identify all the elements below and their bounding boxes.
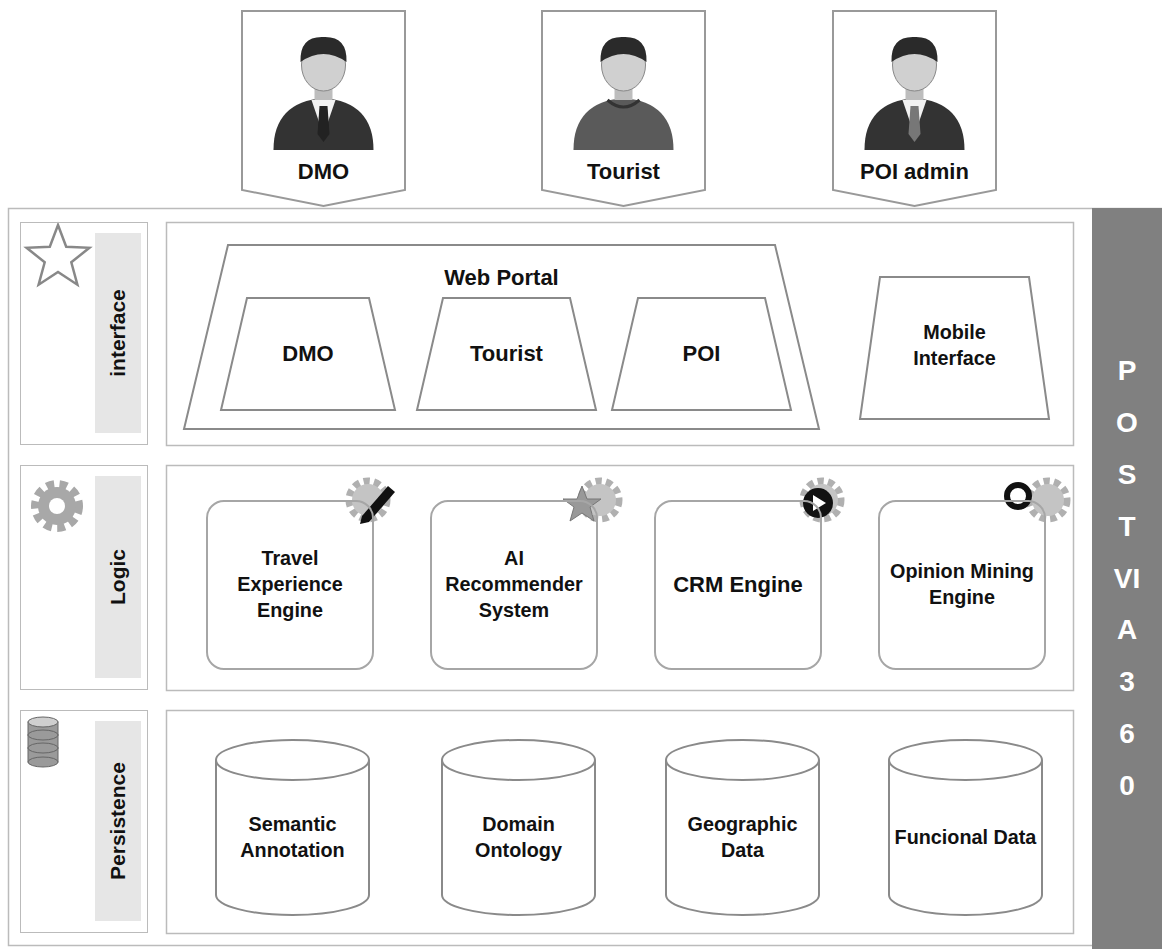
shape-part bbox=[318, 106, 330, 142]
shape-part bbox=[442, 740, 595, 915]
text-area: Opinion Mining Engine bbox=[886, 510, 1038, 660]
text-area: POI admin bbox=[836, 156, 993, 188]
node-label: Geographic Data bbox=[671, 812, 814, 863]
node-label: AI Recommender System bbox=[438, 546, 590, 623]
interface-trapezoid: Mobile Interface bbox=[859, 276, 1050, 420]
layer-label: interface bbox=[20, 222, 148, 445]
actor-pentagon: DMO bbox=[241, 10, 406, 207]
text-area: Semantic Annotation bbox=[221, 784, 364, 891]
text-area: POI bbox=[644, 305, 759, 403]
data-store-cylinder: Semantic Annotation bbox=[215, 740, 370, 915]
node-label: Opinion Mining Engine bbox=[886, 559, 1038, 610]
text-area: DMO bbox=[245, 156, 402, 188]
logic-engine-box: AI Recommender System bbox=[430, 500, 598, 670]
text-area: Logic bbox=[95, 476, 141, 678]
text-area: AI Recommender System bbox=[438, 510, 590, 660]
layer-name: Persistence bbox=[104, 762, 131, 880]
logic-engine-box: Travel Experience Engine bbox=[206, 500, 374, 670]
shape-part bbox=[442, 760, 595, 780]
shape-part bbox=[889, 760, 1042, 780]
text-area: Mobile Interface bbox=[887, 286, 1022, 406]
data-store-cylinder: Domain Ontology bbox=[441, 740, 596, 915]
interface-trapezoid: Web PortalDMO Tourist POI bbox=[183, 244, 820, 430]
layer-label: Persistence bbox=[20, 710, 148, 933]
node-label: DMO bbox=[298, 158, 349, 187]
layer-name: interface bbox=[104, 289, 131, 377]
node-label: CRM Engine bbox=[673, 571, 803, 600]
text-area: Geographic Data bbox=[671, 784, 814, 891]
node-label: Tourist bbox=[587, 158, 660, 187]
logic-engine-box: Opinion Mining Engine bbox=[878, 500, 1046, 670]
text-area: Domain Ontology bbox=[447, 784, 590, 891]
text-area: Persistence bbox=[95, 721, 141, 921]
shape-part bbox=[909, 106, 921, 142]
node-label: POI admin bbox=[860, 158, 969, 187]
shape-part bbox=[860, 277, 1049, 419]
interface-trapezoid: POI bbox=[611, 297, 792, 411]
shape-part bbox=[666, 740, 819, 915]
shape-part bbox=[300, 37, 346, 62]
interface-trapezoid: Tourist bbox=[416, 297, 597, 411]
shape-part bbox=[833, 11, 996, 206]
text-area: DMO bbox=[253, 305, 363, 403]
product-name: POSTVIA 360 bbox=[1113, 345, 1141, 811]
actor-pentagon: POI admin bbox=[832, 10, 997, 207]
node-label: DMO bbox=[282, 340, 333, 369]
node-label: Tourist bbox=[470, 340, 543, 369]
shape-part bbox=[600, 37, 646, 62]
node-label: Semantic Annotation bbox=[221, 812, 364, 863]
shape-part bbox=[216, 760, 369, 780]
node-label: POI bbox=[683, 340, 721, 369]
node-label: Domain Ontology bbox=[447, 812, 590, 863]
text-area: CRM Engine bbox=[662, 510, 814, 660]
shape-part bbox=[542, 11, 705, 206]
interface-trapezoid: DMO bbox=[220, 297, 396, 411]
layer-name: Logic bbox=[104, 549, 131, 605]
text-area: Tourist bbox=[449, 305, 564, 403]
text-area: interface bbox=[95, 233, 141, 433]
node-label: Mobile Interface bbox=[887, 320, 1022, 371]
node-label: Funcional Data bbox=[895, 825, 1037, 851]
data-store-cylinder: Funcional Data bbox=[888, 740, 1043, 915]
shape-part bbox=[417, 298, 596, 410]
text-area: Funcional Data bbox=[894, 784, 1037, 891]
shape-part bbox=[891, 37, 937, 62]
layer-label: Logic bbox=[20, 465, 148, 690]
person-icon bbox=[274, 37, 374, 150]
shape-part bbox=[865, 98, 965, 150]
shape-part bbox=[889, 740, 1042, 915]
text-area: Travel Experience Engine bbox=[214, 510, 366, 660]
person-icon bbox=[574, 37, 674, 150]
logic-engine-box: CRM Engine bbox=[654, 500, 822, 670]
shape-part bbox=[216, 740, 369, 915]
text-area: Web Portal bbox=[333, 258, 670, 298]
person-icon bbox=[865, 37, 965, 150]
text-area: POSTVIA 360 bbox=[1092, 208, 1162, 949]
shape-part bbox=[612, 298, 791, 410]
shape-part bbox=[184, 245, 819, 429]
node-label: Web Portal bbox=[444, 264, 559, 293]
shape-part bbox=[608, 100, 640, 107]
shape-part bbox=[274, 98, 374, 150]
shape-part bbox=[242, 11, 405, 206]
text-area: Tourist bbox=[545, 156, 702, 188]
product-band: POSTVIA 360 bbox=[1092, 208, 1162, 949]
shape-part bbox=[574, 98, 674, 150]
shape-part bbox=[221, 298, 395, 410]
data-store-cylinder: Geographic Data bbox=[665, 740, 820, 915]
actor-pentagon: Tourist bbox=[541, 10, 706, 207]
shape-part bbox=[666, 760, 819, 780]
node-label: Travel Experience Engine bbox=[214, 546, 366, 623]
